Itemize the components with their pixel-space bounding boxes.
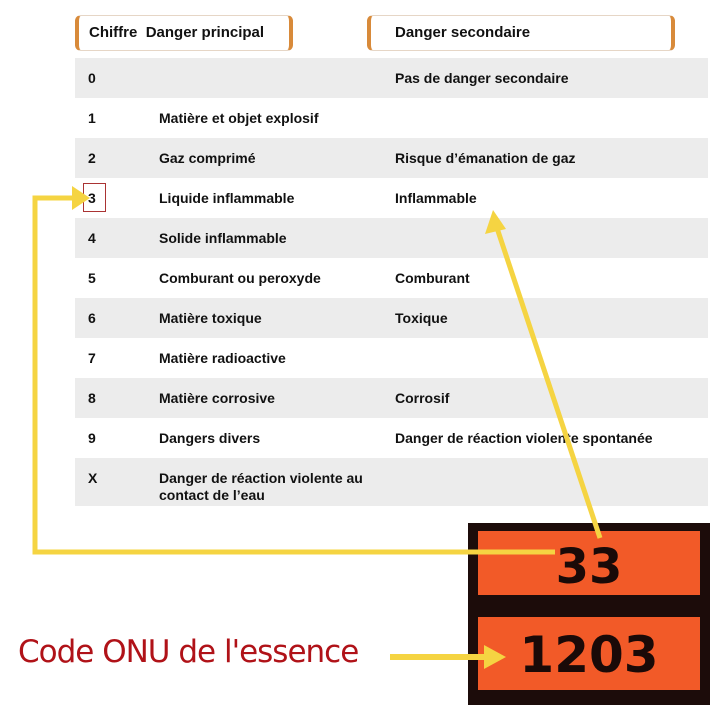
table-row: 0 Pas de danger secondaire bbox=[75, 58, 708, 98]
digit-cell: 2 bbox=[88, 150, 96, 166]
secondaire-cell: Toxique bbox=[395, 310, 448, 326]
hazard-plate: 33 1203 bbox=[468, 523, 710, 705]
table-row: 1 Matière et objet explosif bbox=[75, 98, 708, 138]
digit-cell: 3 bbox=[88, 190, 96, 206]
principal-cell: Matière radioactive bbox=[159, 350, 286, 366]
header-chiffre: Chiffre bbox=[89, 24, 138, 41]
principal-cell: Dangers divers bbox=[159, 430, 261, 446]
arrow-33-to-3 bbox=[32, 195, 555, 555]
header-danger-principal: Danger principal bbox=[145, 24, 265, 41]
table-row: 5 Comburant ou peroxyde Comburant bbox=[75, 258, 708, 298]
table-row: 3 Liquide inflammable Inflammable bbox=[75, 178, 708, 218]
header-secondaire: Danger secondaire bbox=[367, 15, 675, 51]
table-row: X Danger de réaction violente au contact … bbox=[75, 458, 708, 506]
table-row: 6 Matière toxique Toxique bbox=[75, 298, 708, 338]
digit-cell: 1 bbox=[88, 110, 96, 126]
hazard-number: 33 bbox=[478, 531, 700, 595]
arrowhead-up bbox=[485, 210, 506, 234]
table-row: 7 Matière radioactive bbox=[75, 338, 708, 378]
table-row: 8 Matière corrosive Corrosif bbox=[75, 378, 708, 418]
principal-cell: Gaz comprimé bbox=[159, 150, 256, 166]
principal-cell: Solide inflammable bbox=[159, 230, 287, 246]
principal-cell: Comburant ou peroxyde bbox=[159, 270, 321, 286]
digit-cell: 9 bbox=[88, 430, 96, 446]
digit-cell: 5 bbox=[88, 270, 96, 286]
principal-cell: Matière corrosive bbox=[159, 390, 275, 406]
secondaire-cell: Risque d’émanation de gaz bbox=[395, 150, 576, 166]
principal-cell: Danger de réaction violente au contact d… bbox=[159, 470, 363, 503]
digit-cell: X bbox=[88, 470, 98, 486]
digit-cell: 8 bbox=[88, 390, 96, 406]
secondaire-cell: Pas de danger secondaire bbox=[395, 70, 569, 86]
digit-cell: 6 bbox=[88, 310, 96, 326]
principal-cell: Matière et objet explosif bbox=[159, 110, 319, 126]
digit-cell: 4 bbox=[88, 230, 96, 246]
secondaire-cell: Danger de réaction violente spontanée bbox=[395, 430, 653, 446]
secondaire-cell: Comburant bbox=[395, 270, 470, 286]
header-danger-secondaire: Danger secondaire bbox=[395, 24, 531, 41]
secondaire-cell: Inflammable bbox=[395, 190, 477, 206]
header-principal: Chiffre Danger principal bbox=[75, 15, 293, 51]
arrowhead-right bbox=[484, 645, 506, 669]
arrow-33-to-inflammable bbox=[494, 227, 603, 539]
table-row: 2 Gaz comprimé Risque d’émanation de gaz bbox=[75, 138, 708, 178]
un-number: 1203 bbox=[478, 617, 700, 690]
principal-cell: Liquide inflammable bbox=[159, 190, 295, 206]
secondaire-cell: Corrosif bbox=[395, 390, 450, 406]
table-row: 4 Solide inflammable bbox=[75, 218, 708, 258]
arrowhead-left bbox=[72, 186, 90, 210]
digit-cell: 7 bbox=[88, 350, 96, 366]
table-row: 9 Dangers divers Danger de réaction violen… bbox=[75, 418, 708, 458]
caption-code-onu: Code ONU de l'essence bbox=[18, 634, 359, 670]
digit-cell: 0 bbox=[88, 70, 96, 86]
principal-cell: Matière toxique bbox=[159, 310, 262, 326]
